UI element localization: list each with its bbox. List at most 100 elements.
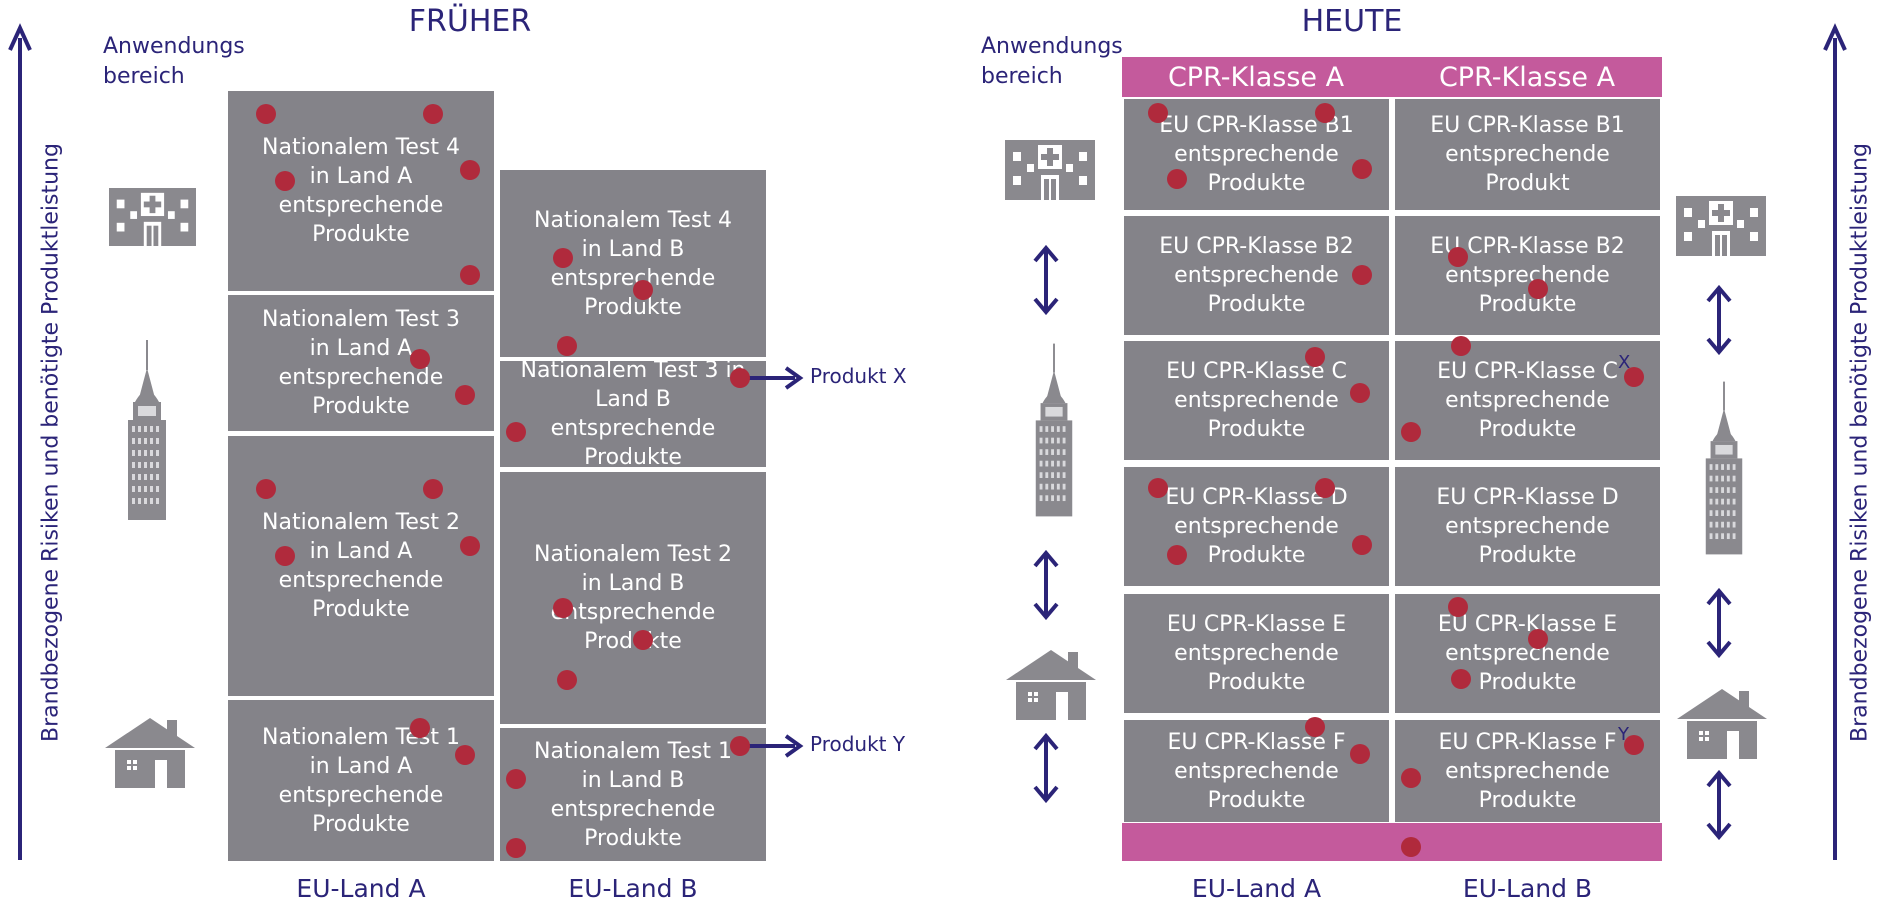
product-dot	[1448, 247, 1468, 267]
product-dot	[410, 349, 430, 369]
product-dot	[553, 598, 573, 618]
product-dot	[553, 248, 573, 268]
product-dot	[730, 368, 750, 388]
product-dot	[460, 265, 480, 285]
product-dot	[460, 160, 480, 180]
product-dot	[1451, 669, 1471, 689]
product-dot	[557, 336, 577, 356]
cpr-header-band	[1122, 57, 1662, 97]
product-dot	[423, 479, 443, 499]
product-dot	[1624, 735, 1644, 755]
col-label-land-b-right: EU-Land B	[1462, 874, 1593, 903]
product-dot	[1352, 535, 1372, 555]
cpr-header-a: CPR-Klasse A	[1167, 62, 1345, 93]
product-dot	[1624, 367, 1644, 387]
produkt-y-label: Produkt Y	[810, 732, 906, 756]
product-dot	[256, 104, 276, 124]
double-arrow-icon	[1031, 733, 1061, 803]
product-dot	[506, 769, 526, 789]
product-dot	[1305, 347, 1325, 367]
col-label-land-a-left: EU-Land A	[296, 874, 426, 903]
title-frueher: FRÜHER	[408, 4, 532, 39]
mark-x: X	[1618, 352, 1631, 373]
product-dot	[1350, 383, 1370, 403]
product-dot	[633, 630, 653, 650]
product-dot	[275, 546, 295, 566]
cpr-footer-band	[1122, 823, 1662, 861]
product-dot	[455, 745, 475, 765]
product-dot	[730, 736, 750, 756]
product-dot	[1167, 169, 1187, 189]
product-dot	[256, 479, 276, 499]
col-label-land-a-right: EU-Land A	[1191, 874, 1322, 903]
skyscraper-icon	[1030, 340, 1078, 520]
product-dot	[1315, 103, 1335, 123]
product-dot	[1528, 279, 1548, 299]
double-arrow-icon	[1031, 245, 1061, 315]
product-dot	[1451, 336, 1471, 356]
product-dot	[1350, 744, 1370, 764]
area-label-right: Anwendungs bereich	[981, 32, 1123, 92]
product-dot	[1352, 159, 1372, 179]
double-arrow-icon	[1704, 588, 1734, 658]
title-heute: HEUTE	[1301, 4, 1403, 39]
product-dot	[423, 104, 443, 124]
product-dot	[410, 718, 430, 738]
land-b-test-2: Nationalem Test 2in Land BentsprechendeP…	[500, 472, 766, 724]
area-label-line-2: bereich	[981, 64, 1063, 89]
produkt-x-label: Produkt X	[810, 364, 907, 388]
product-dot	[1528, 629, 1548, 649]
product-dot	[275, 171, 295, 191]
product-dot	[1305, 717, 1325, 737]
product-dot	[1401, 837, 1421, 857]
product-dot	[1148, 103, 1168, 123]
product-dot	[1167, 545, 1187, 565]
product-dot	[506, 422, 526, 442]
double-arrow-icon	[1704, 285, 1734, 355]
product-dot	[557, 670, 577, 690]
area-label-line-2: bereich	[103, 64, 185, 89]
area-label-left: Anwendungs bereich	[103, 32, 245, 92]
cpr-header-b: CPR-Klasse A	[1438, 62, 1616, 93]
product-dot	[1448, 597, 1468, 617]
hospital-icon	[1676, 196, 1766, 256]
house-icon	[1006, 648, 1096, 720]
double-arrow-icon	[1704, 770, 1734, 840]
right-axis-label: Brandbezogene Risiken und benötigte Prod…	[1847, 143, 1873, 742]
col-label-land-b-left: EU-Land B	[568, 874, 698, 903]
double-arrow-icon	[1031, 550, 1061, 620]
mark-y: Y	[1618, 724, 1629, 745]
product-dot	[633, 280, 653, 300]
product-dot	[1401, 422, 1421, 442]
product-dot	[506, 838, 526, 858]
product-dot	[1352, 265, 1372, 285]
house-icon	[1677, 687, 1767, 759]
area-label-line-1: Anwendungs	[981, 34, 1123, 59]
product-dot	[1148, 478, 1168, 498]
area-label-line-1: Anwendungs	[103, 34, 245, 59]
product-dot	[1315, 478, 1335, 498]
hospital-icon	[1005, 140, 1095, 200]
skyscraper-icon	[1700, 378, 1748, 558]
